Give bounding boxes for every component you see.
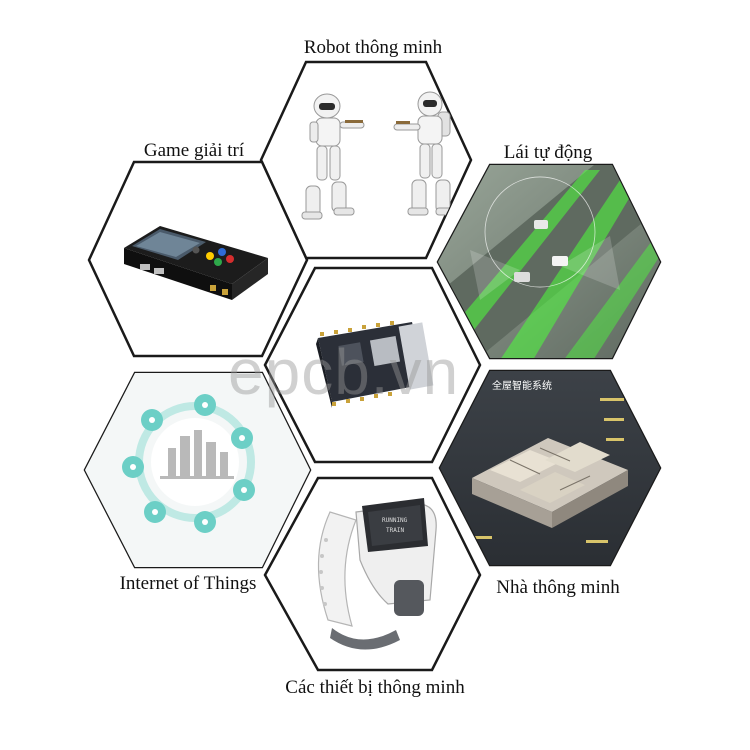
robot-image — [301, 91, 457, 220]
watch-line1-text: RUNNING — [382, 517, 408, 524]
label-driving: Lái tự động — [504, 142, 593, 163]
hex-center-chip — [263, 266, 482, 464]
hex-devices: RUNNING TRAIN — [263, 476, 482, 672]
yellow-button-icon — [206, 252, 214, 260]
smartwatch-image: RUNNING TRAIN — [317, 498, 437, 650]
chip-module-image — [316, 321, 434, 408]
hex-home: 全屋智能系统 — [438, 369, 662, 567]
label-home: Nhà thông minh — [496, 577, 620, 598]
car-icon — [514, 272, 530, 282]
label-robot: Robot thông minh — [304, 37, 443, 58]
car-icon — [552, 256, 568, 266]
blue-button-icon — [218, 248, 226, 256]
watch-line2-text: TRAIN — [386, 527, 404, 534]
self-driving-image — [438, 165, 660, 358]
green-button-icon — [214, 258, 222, 266]
label-game: Game giải trí — [144, 140, 245, 161]
iot-image — [85, 373, 310, 567]
car-icon — [534, 220, 548, 229]
red-button-icon — [226, 255, 234, 263]
hex-game — [87, 160, 309, 358]
label-iot: Internet of Things — [120, 573, 257, 594]
smart-home-image: 全屋智能系统 — [440, 371, 660, 565]
hex-robot — [259, 60, 473, 260]
home-title-text: 全屋智能系统 — [492, 379, 552, 392]
label-devices: Các thiết bị thông minh — [285, 677, 465, 698]
game-console-image — [124, 226, 268, 300]
joystick-icon — [192, 246, 200, 254]
watermark-text: epcb.vn — [228, 336, 460, 408]
hex-driving — [436, 163, 662, 360]
hex-iot — [83, 371, 312, 569]
